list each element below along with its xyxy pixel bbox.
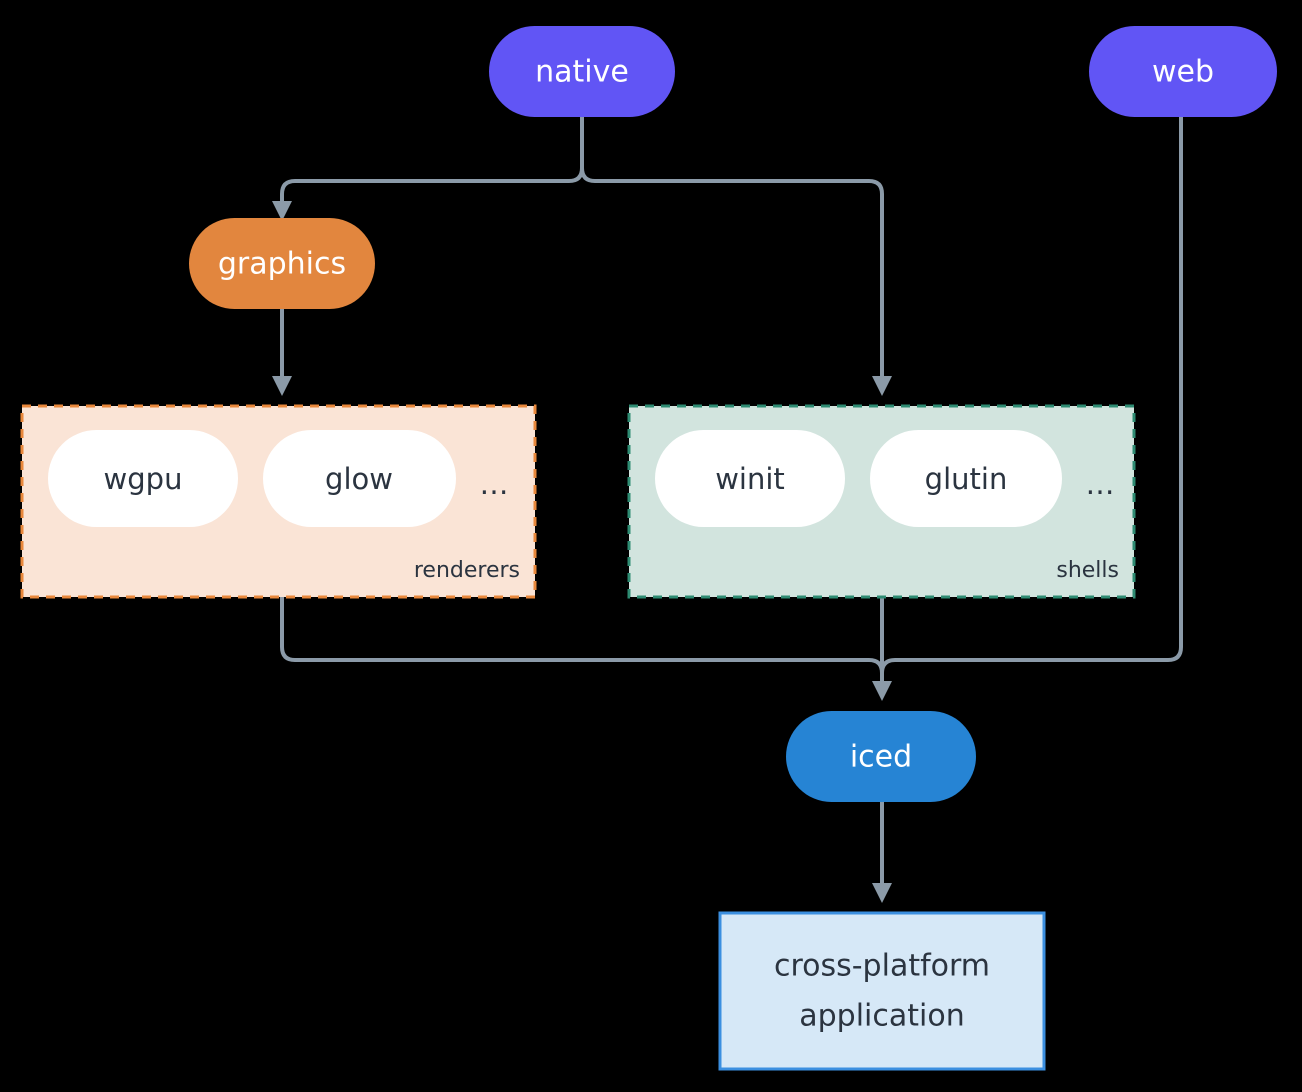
group-renderers: wgpu glow … renderers [20,404,537,599]
edge-layer [272,117,1183,903]
group-shells: winit glutin … shells [627,404,1136,599]
node-web-bg [1089,26,1277,117]
node-native[interactable]: native [489,26,675,117]
chip-wgpu-label: wgpu [104,462,183,496]
node-web-label: web [1152,55,1214,90]
chip-glow-bg [263,430,456,527]
arrowhead-iced-to-application [872,883,892,903]
edge-native-to-shells [580,117,884,380]
chip-glutin-label: glutin [925,462,1008,496]
arrowhead-native-to-graphics [272,201,292,221]
chip-winit-bg [655,430,845,527]
chip-winit-label: winit [715,462,785,496]
node-iced-bg [786,711,976,802]
chip-glow-label: glow [325,462,393,496]
chip-winit[interactable]: winit [655,430,845,527]
renderers-ellipsis: … [480,467,509,501]
edge-web-to-iced [880,117,1183,685]
node-application-label-line1: cross-platform [774,949,990,984]
edge-native-to-graphics [280,117,584,205]
node-application-bg [718,911,1046,1071]
node-native-bg [489,26,675,117]
arrowhead-native-to-shells [872,376,892,396]
node-iced-label: iced [850,740,912,775]
edge-renderers-to-iced [280,597,884,685]
node-application-label-line2: application [799,999,964,1034]
arrowhead-merge-to-iced [872,681,892,701]
chip-glutin[interactable]: glutin [870,430,1062,527]
node-web[interactable]: web [1089,26,1277,117]
node-graphics-label: graphics [218,247,346,282]
node-application[interactable]: cross-platform application [718,911,1046,1071]
chip-wgpu[interactable]: wgpu [48,430,238,527]
arrowhead-graphics-to-renderers [272,376,292,396]
node-native-label: native [535,55,629,90]
node-graphics-bg [189,218,375,309]
chip-glutin-bg [870,430,1062,527]
shells-ellipsis: … [1086,467,1115,501]
renderers-caption: renderers [414,558,520,583]
chip-wgpu-bg [48,430,238,527]
node-graphics[interactable]: graphics [189,218,375,309]
node-iced[interactable]: iced [786,711,976,802]
shells-caption: shells [1056,558,1119,583]
chip-glow[interactable]: glow [263,430,456,527]
